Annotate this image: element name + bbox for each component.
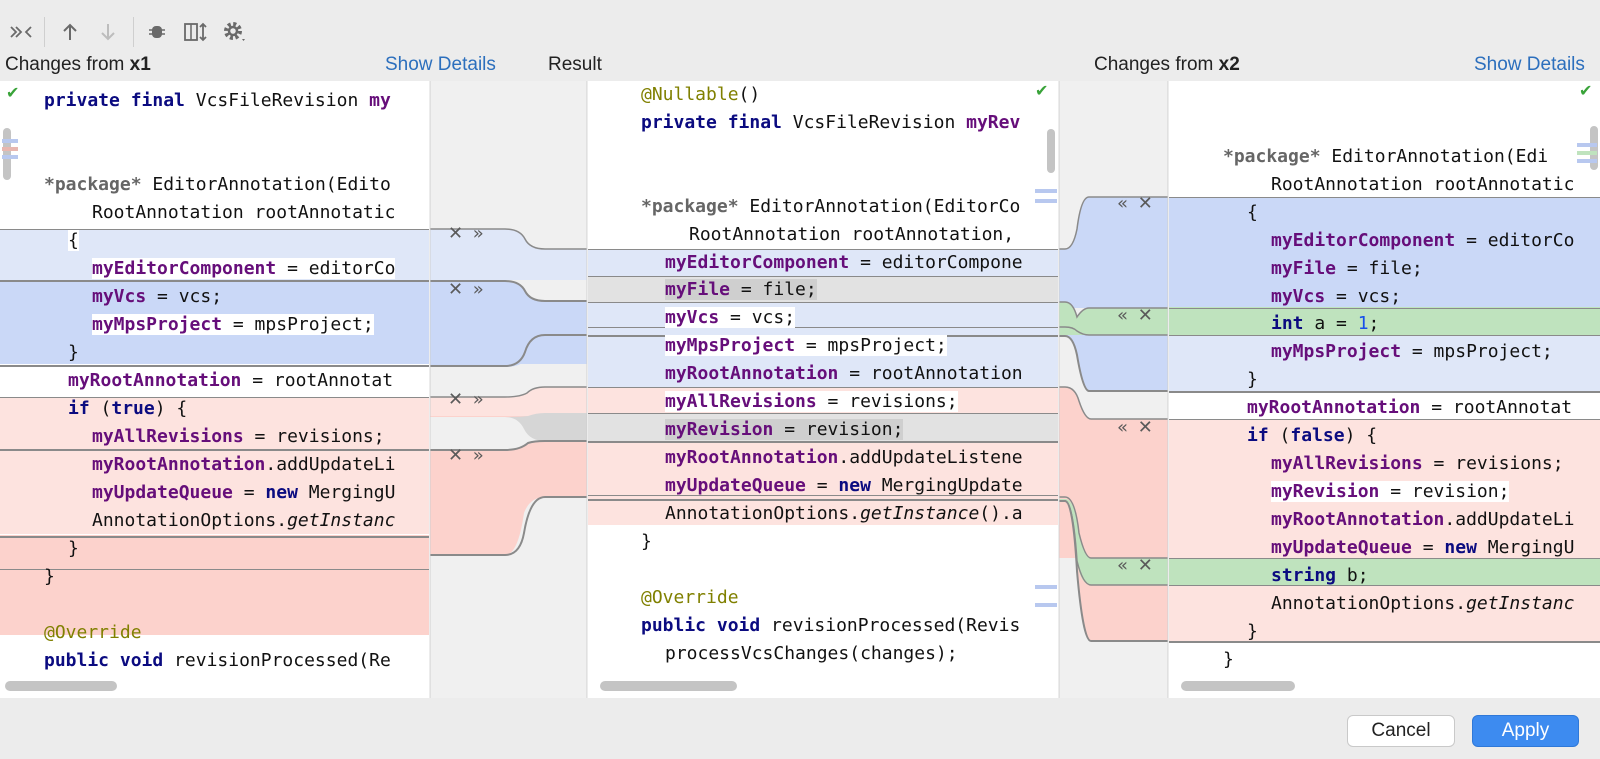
right-accept-arrows-3[interactable]: « ✕ xyxy=(1117,417,1155,438)
left-conflict-red-2 xyxy=(0,535,429,635)
result-check-icon: ✔ xyxy=(1035,81,1049,100)
right-editor[interactable]: ✔ *package* EditorAnnotation(Edi RootAnn… xyxy=(1169,81,1600,698)
right-show-details-link[interactable]: Show Details xyxy=(1474,54,1585,75)
right-merge-gutter: « ✕ « ✕ « ✕ « ✕ xyxy=(1059,81,1168,698)
left-accept-arrows-3[interactable]: ✕ » xyxy=(448,389,486,410)
cancel-button[interactable]: Cancel xyxy=(1347,715,1455,747)
columns-sync-icon[interactable] xyxy=(183,19,209,45)
left-accept-arrows-1[interactable]: ✕ » xyxy=(448,223,486,244)
result-header: Result xyxy=(548,54,602,75)
apply-button[interactable]: Apply xyxy=(1472,715,1579,747)
right-accept-arrows-4[interactable]: « ✕ xyxy=(1117,555,1155,576)
left-header-prefix: Changes from xyxy=(5,54,130,75)
result-editor[interactable]: ✔ @Nullable() private final VcsFileRevis… xyxy=(588,81,1058,698)
left-conflict-red xyxy=(0,398,429,534)
left-header: Changes from x1 xyxy=(5,54,151,76)
right-header-prefix: Changes from xyxy=(1094,54,1219,75)
toolbar xyxy=(0,0,1600,60)
left-editor[interactable]: ✔ private final VcsFileRevision my *pack… xyxy=(0,81,429,698)
right-check-icon: ✔ xyxy=(1579,81,1593,100)
left-show-details-link[interactable]: Show Details xyxy=(385,54,496,75)
arrow-up-icon[interactable] xyxy=(57,19,83,45)
right-header-name: x2 xyxy=(1218,54,1240,75)
left-header-name: x1 xyxy=(129,54,151,75)
arrow-down-icon[interactable] xyxy=(95,19,121,45)
left-check-icon: ✔ xyxy=(6,83,20,102)
right-accept-arrows-2[interactable]: « ✕ xyxy=(1117,305,1155,326)
right-accept-arrows-1[interactable]: « ✕ xyxy=(1117,193,1155,214)
right-header: Changes from x2 xyxy=(1094,54,1240,76)
left-merge-gutter: ✕ » ✕ » ✕ » ✕ » xyxy=(430,81,587,698)
left-accept-arrows-4[interactable]: ✕ » xyxy=(448,445,486,466)
bug-icon[interactable] xyxy=(144,19,170,45)
left-accept-arrows-2[interactable]: ✕ » xyxy=(448,279,486,300)
gear-icon[interactable] xyxy=(222,19,248,45)
collapse-chevrons-icon[interactable] xyxy=(8,19,34,45)
